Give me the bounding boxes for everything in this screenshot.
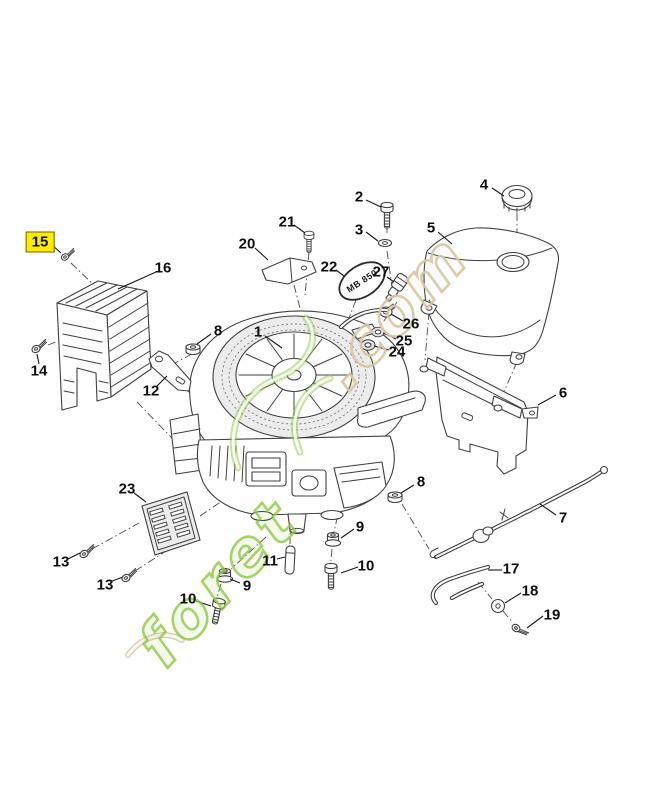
- part-label-16[interactable]: 16: [154, 259, 172, 277]
- part-label-1[interactable]: 1: [253, 323, 263, 341]
- part-label-14[interactable]: 14: [30, 362, 48, 380]
- grille-cover: [56, 280, 152, 411]
- part-label-21[interactable]: 21: [278, 213, 296, 231]
- fuel-tank: [420, 227, 560, 365]
- part-label-4[interactable]: 4: [479, 176, 489, 194]
- part-label-10[interactable]: 10: [179, 590, 197, 608]
- pin-11: [284, 545, 296, 575]
- part-label-26[interactable]: 26: [402, 315, 420, 333]
- part-label-18[interactable]: 18: [521, 582, 539, 600]
- part-label-15[interactable]: 15: [25, 231, 55, 253]
- mounting-plate: [419, 356, 539, 475]
- connector-27: [385, 272, 409, 302]
- engine-assembly: [169, 310, 426, 535]
- hardware: [29, 201, 530, 640]
- part-label-22[interactable]: 22: [320, 258, 338, 276]
- part-label-13[interactable]: 13: [52, 553, 70, 571]
- bracket: [148, 350, 192, 392]
- air-guide-plate: [141, 491, 201, 556]
- part-label-23[interactable]: 23: [118, 480, 136, 498]
- part-label-10[interactable]: 10: [357, 557, 375, 575]
- throttle-rod: [429, 465, 609, 560]
- washer-3: [377, 238, 393, 248]
- part-label-8[interactable]: 8: [213, 322, 223, 340]
- part-label-8[interactable]: 8: [416, 473, 426, 491]
- part-label-13[interactable]: 13: [96, 576, 114, 594]
- part-label-20[interactable]: 20: [238, 235, 256, 253]
- watermark-swirl: [125, 314, 334, 658]
- part-label-5[interactable]: 5: [426, 219, 436, 237]
- part-label-9[interactable]: 9: [355, 518, 365, 536]
- washer-18: [490, 598, 506, 614]
- breather-tube: [430, 564, 491, 606]
- part-label-9[interactable]: 9: [242, 577, 252, 595]
- leader-lines: [36, 187, 557, 629]
- model-badge: MB 850: [338, 261, 386, 301]
- part-label-12[interactable]: 12: [142, 382, 160, 400]
- part-label-17[interactable]: 17: [502, 560, 520, 578]
- part-label-24[interactable]: 24: [388, 343, 406, 361]
- part-label-11[interactable]: 11: [262, 552, 278, 570]
- part-label-7[interactable]: 7: [558, 509, 568, 527]
- part-label-6[interactable]: 6: [558, 384, 568, 402]
- part-label-25[interactable]: 25: [395, 332, 413, 350]
- part-label-2[interactable]: 2: [354, 188, 364, 206]
- part-label-3[interactable]: 3: [354, 221, 364, 239]
- part-label-27[interactable]: 27: [372, 263, 390, 281]
- heat-shield: [261, 257, 317, 285]
- part-label-19[interactable]: 19: [543, 606, 561, 624]
- fuel-cap: [501, 184, 533, 213]
